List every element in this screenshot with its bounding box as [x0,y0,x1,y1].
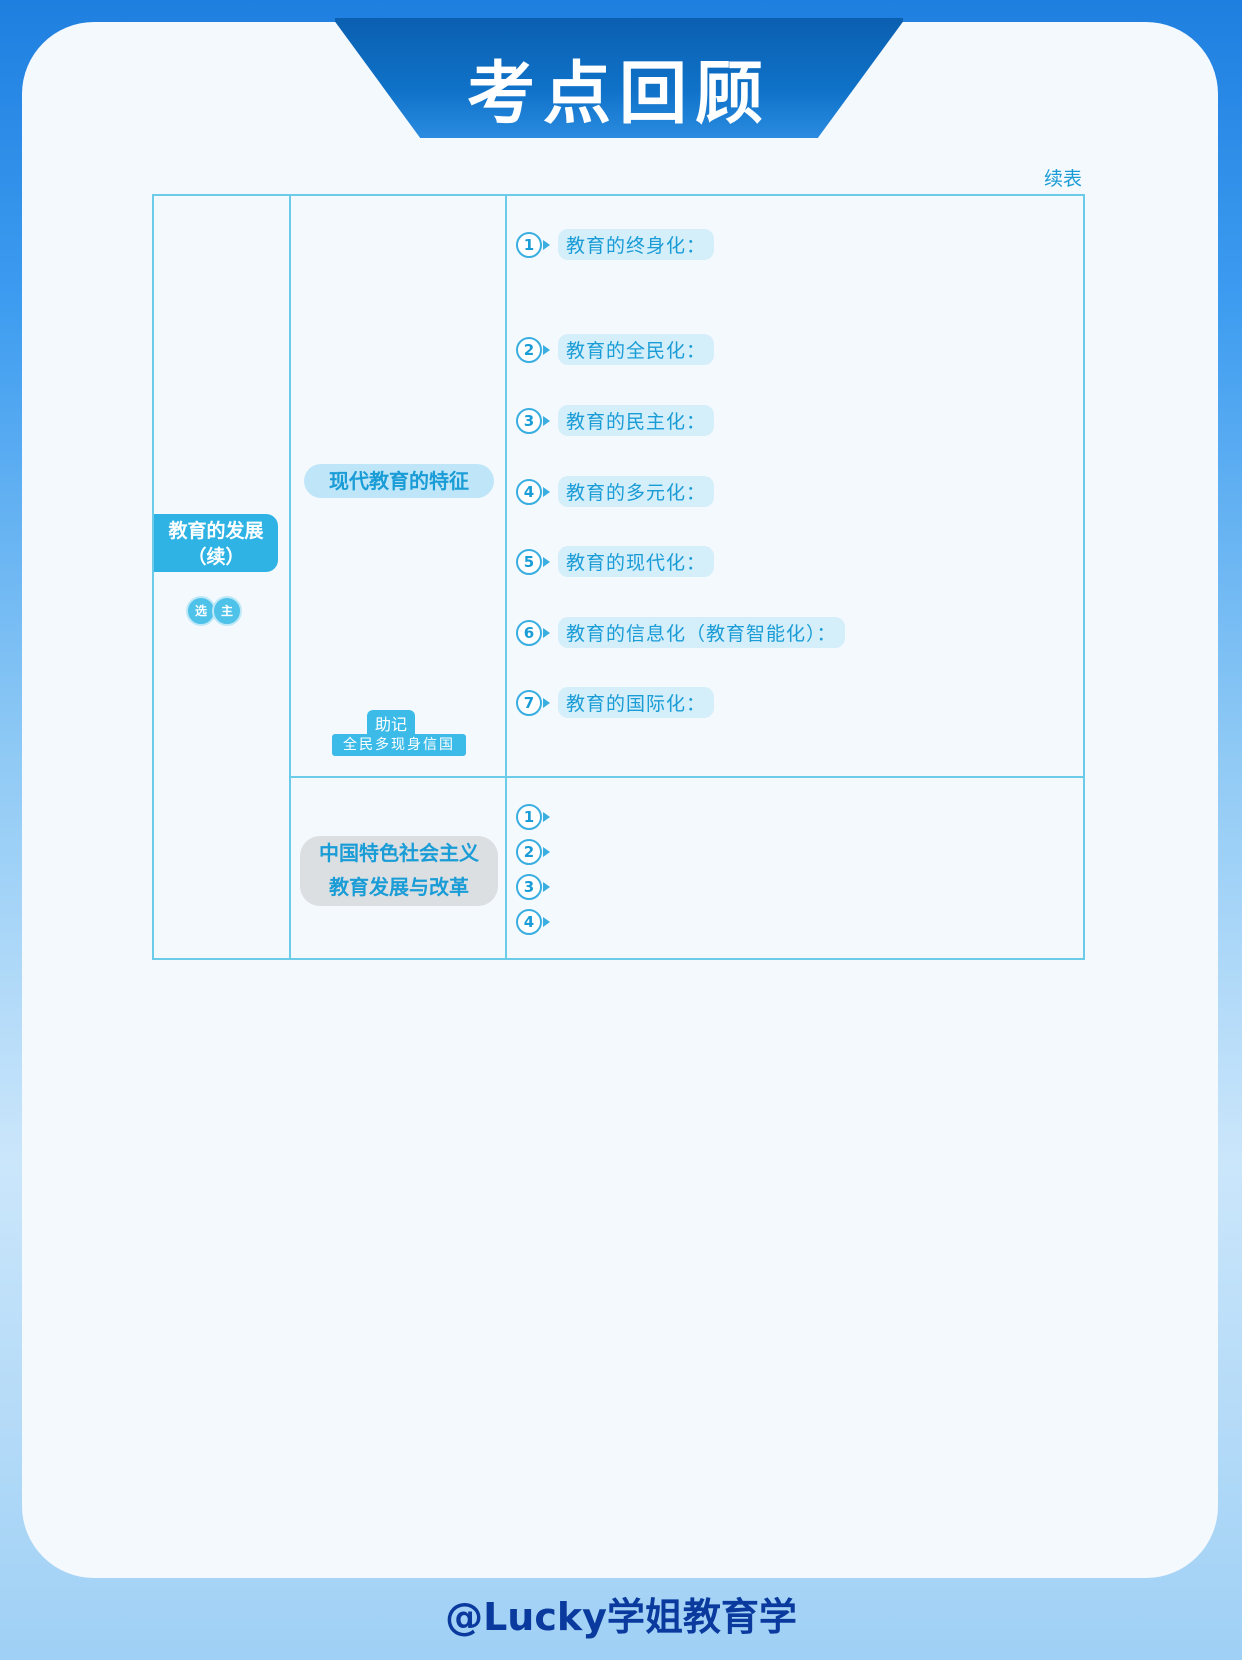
category-line2: （续） [187,546,245,568]
mnemonic-text: 全民多现身信国 [332,734,466,756]
watermark: @Lucky学姐教育学 [445,1595,797,1639]
list-item: 4 [516,909,550,935]
arrow-icon [543,486,550,497]
list-item: 5 教育的现代化： [516,546,715,577]
number-icon: 1 [516,231,542,258]
number-icon: 6 [516,619,542,646]
exam-type-badges: 选 主 [186,596,242,626]
number-icon: 3 [516,874,542,900]
column-divider [505,196,507,958]
badge-subjective: 主 [212,596,242,626]
item-label: 教育的终身化： [558,229,715,260]
arrow-icon [543,847,550,857]
number-icon: 3 [516,407,542,434]
list-item: 2 教育的全民化： [516,334,715,365]
page-title: 考点回顾 [466,54,771,134]
arrow-icon [543,882,550,892]
item-label: 教育的现代化： [558,546,715,577]
item-label: 教育的信息化（教育智能化）： [558,617,845,648]
title-banner: 考点回顾 [335,18,903,138]
list-item: 2 [516,839,550,865]
list-item: 3 教育的民主化： [516,405,715,436]
category-tag: 教育的发展 （续） [154,514,278,572]
continued-label: 续表 [1043,168,1082,190]
number-icon: 4 [516,909,542,935]
list-item: 7 教育的国际化： [516,687,715,718]
item-label: 教育的民主化： [558,405,715,436]
list-item: 1 [516,804,550,830]
section-title-reform: 中国特色社会主义 教育发展与改革 [300,836,498,906]
section-title-modern-features: 现代教育的特征 [304,464,494,498]
item-label: 教育的国际化： [558,687,715,718]
number-icon: 5 [516,548,542,575]
column-divider [289,196,291,958]
arrow-icon [543,344,550,355]
number-icon: 7 [516,689,542,716]
arrow-icon [543,917,550,927]
arrow-icon [543,697,550,708]
arrow-icon [543,627,550,638]
item-label: 教育的多元化： [558,476,715,507]
list-item: 6 教育的信息化（教育智能化）： [516,617,845,648]
item-label: 教育的全民化： [558,334,715,365]
content-card [22,22,1218,1578]
category-line1: 教育的发展 [168,520,264,542]
number-icon: 4 [516,478,542,505]
arrow-icon [543,556,550,567]
list-item: 3 [516,874,550,900]
mnemonic-label: 助记 [367,710,416,736]
list-item: 1 教育的终身化： [516,229,715,260]
number-icon: 2 [516,839,542,865]
arrow-icon [543,239,550,250]
section-title-line1: 中国特色社会主义 [319,841,479,865]
arrow-icon [543,812,550,822]
review-table: 教育的发展 （续） 选 主 现代教育的特征 助记 全民多现身信国 1 教育的终身… [152,194,1085,960]
row-divider [289,776,1083,778]
number-icon: 2 [516,336,542,363]
arrow-icon [543,415,550,426]
section-title-line2: 教育发展与改革 [329,875,469,899]
number-icon: 1 [516,804,542,830]
list-item: 4 教育的多元化： [516,476,715,507]
